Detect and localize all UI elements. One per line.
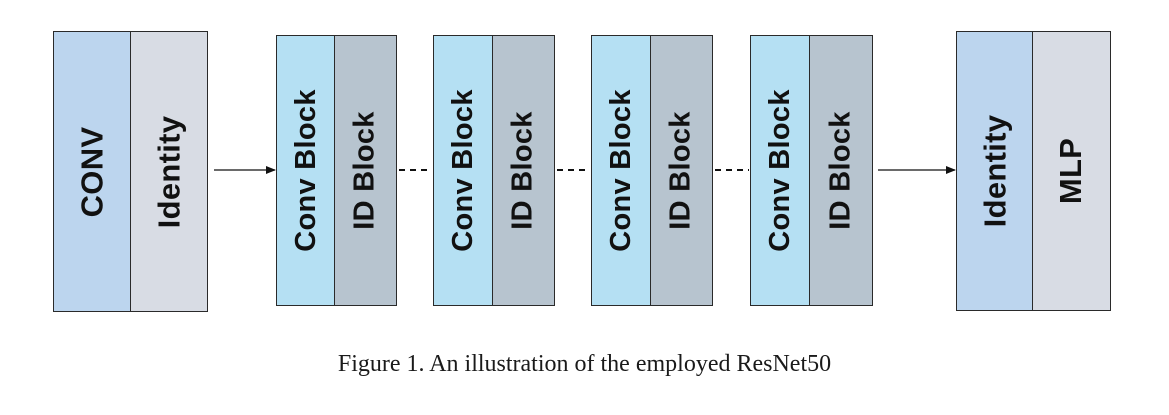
stage2-id-block: ID Block xyxy=(492,35,555,306)
figure-caption: Figure 1. An illustration of the employe… xyxy=(337,351,832,377)
stage2-conv-block-label: Conv Block xyxy=(447,89,479,252)
mlp-layer: MLP xyxy=(1032,31,1111,311)
stage3-id-block: ID Block xyxy=(650,35,713,306)
identity-right-layer: Identity xyxy=(956,31,1034,311)
conv-layer-label: CONV xyxy=(74,126,110,217)
stage1-id-block-label: ID Block xyxy=(349,111,381,230)
resnet50-diagram: CONV Identity Conv Block ID Block Conv B… xyxy=(53,31,1111,312)
stage4-id-block: ID Block xyxy=(809,35,873,306)
stage1-id-block: ID Block xyxy=(334,35,397,306)
stage4-id-block-label: ID Block xyxy=(824,111,857,230)
identity-left-label: Identity xyxy=(151,115,187,228)
mlp-layer-label: MLP xyxy=(1053,137,1089,205)
stage3-id-block-label: ID Block xyxy=(665,111,697,230)
conv-layer: CONV xyxy=(53,31,132,312)
identity-left-layer: Identity xyxy=(130,31,208,312)
stage2-conv-block: Conv Block xyxy=(433,35,494,306)
stage4-conv-block: Conv Block xyxy=(750,35,811,306)
stage4-conv-block-label: Conv Block xyxy=(764,89,796,252)
stage3-conv-block-label: Conv Block xyxy=(605,89,637,252)
stage2-id-block-label: ID Block xyxy=(507,111,539,230)
stage1-conv-block: Conv Block xyxy=(276,35,336,306)
identity-right-label: Identity xyxy=(977,114,1013,228)
stage3-conv-block: Conv Block xyxy=(591,35,652,306)
stage1-conv-block-label: Conv Block xyxy=(289,89,322,252)
